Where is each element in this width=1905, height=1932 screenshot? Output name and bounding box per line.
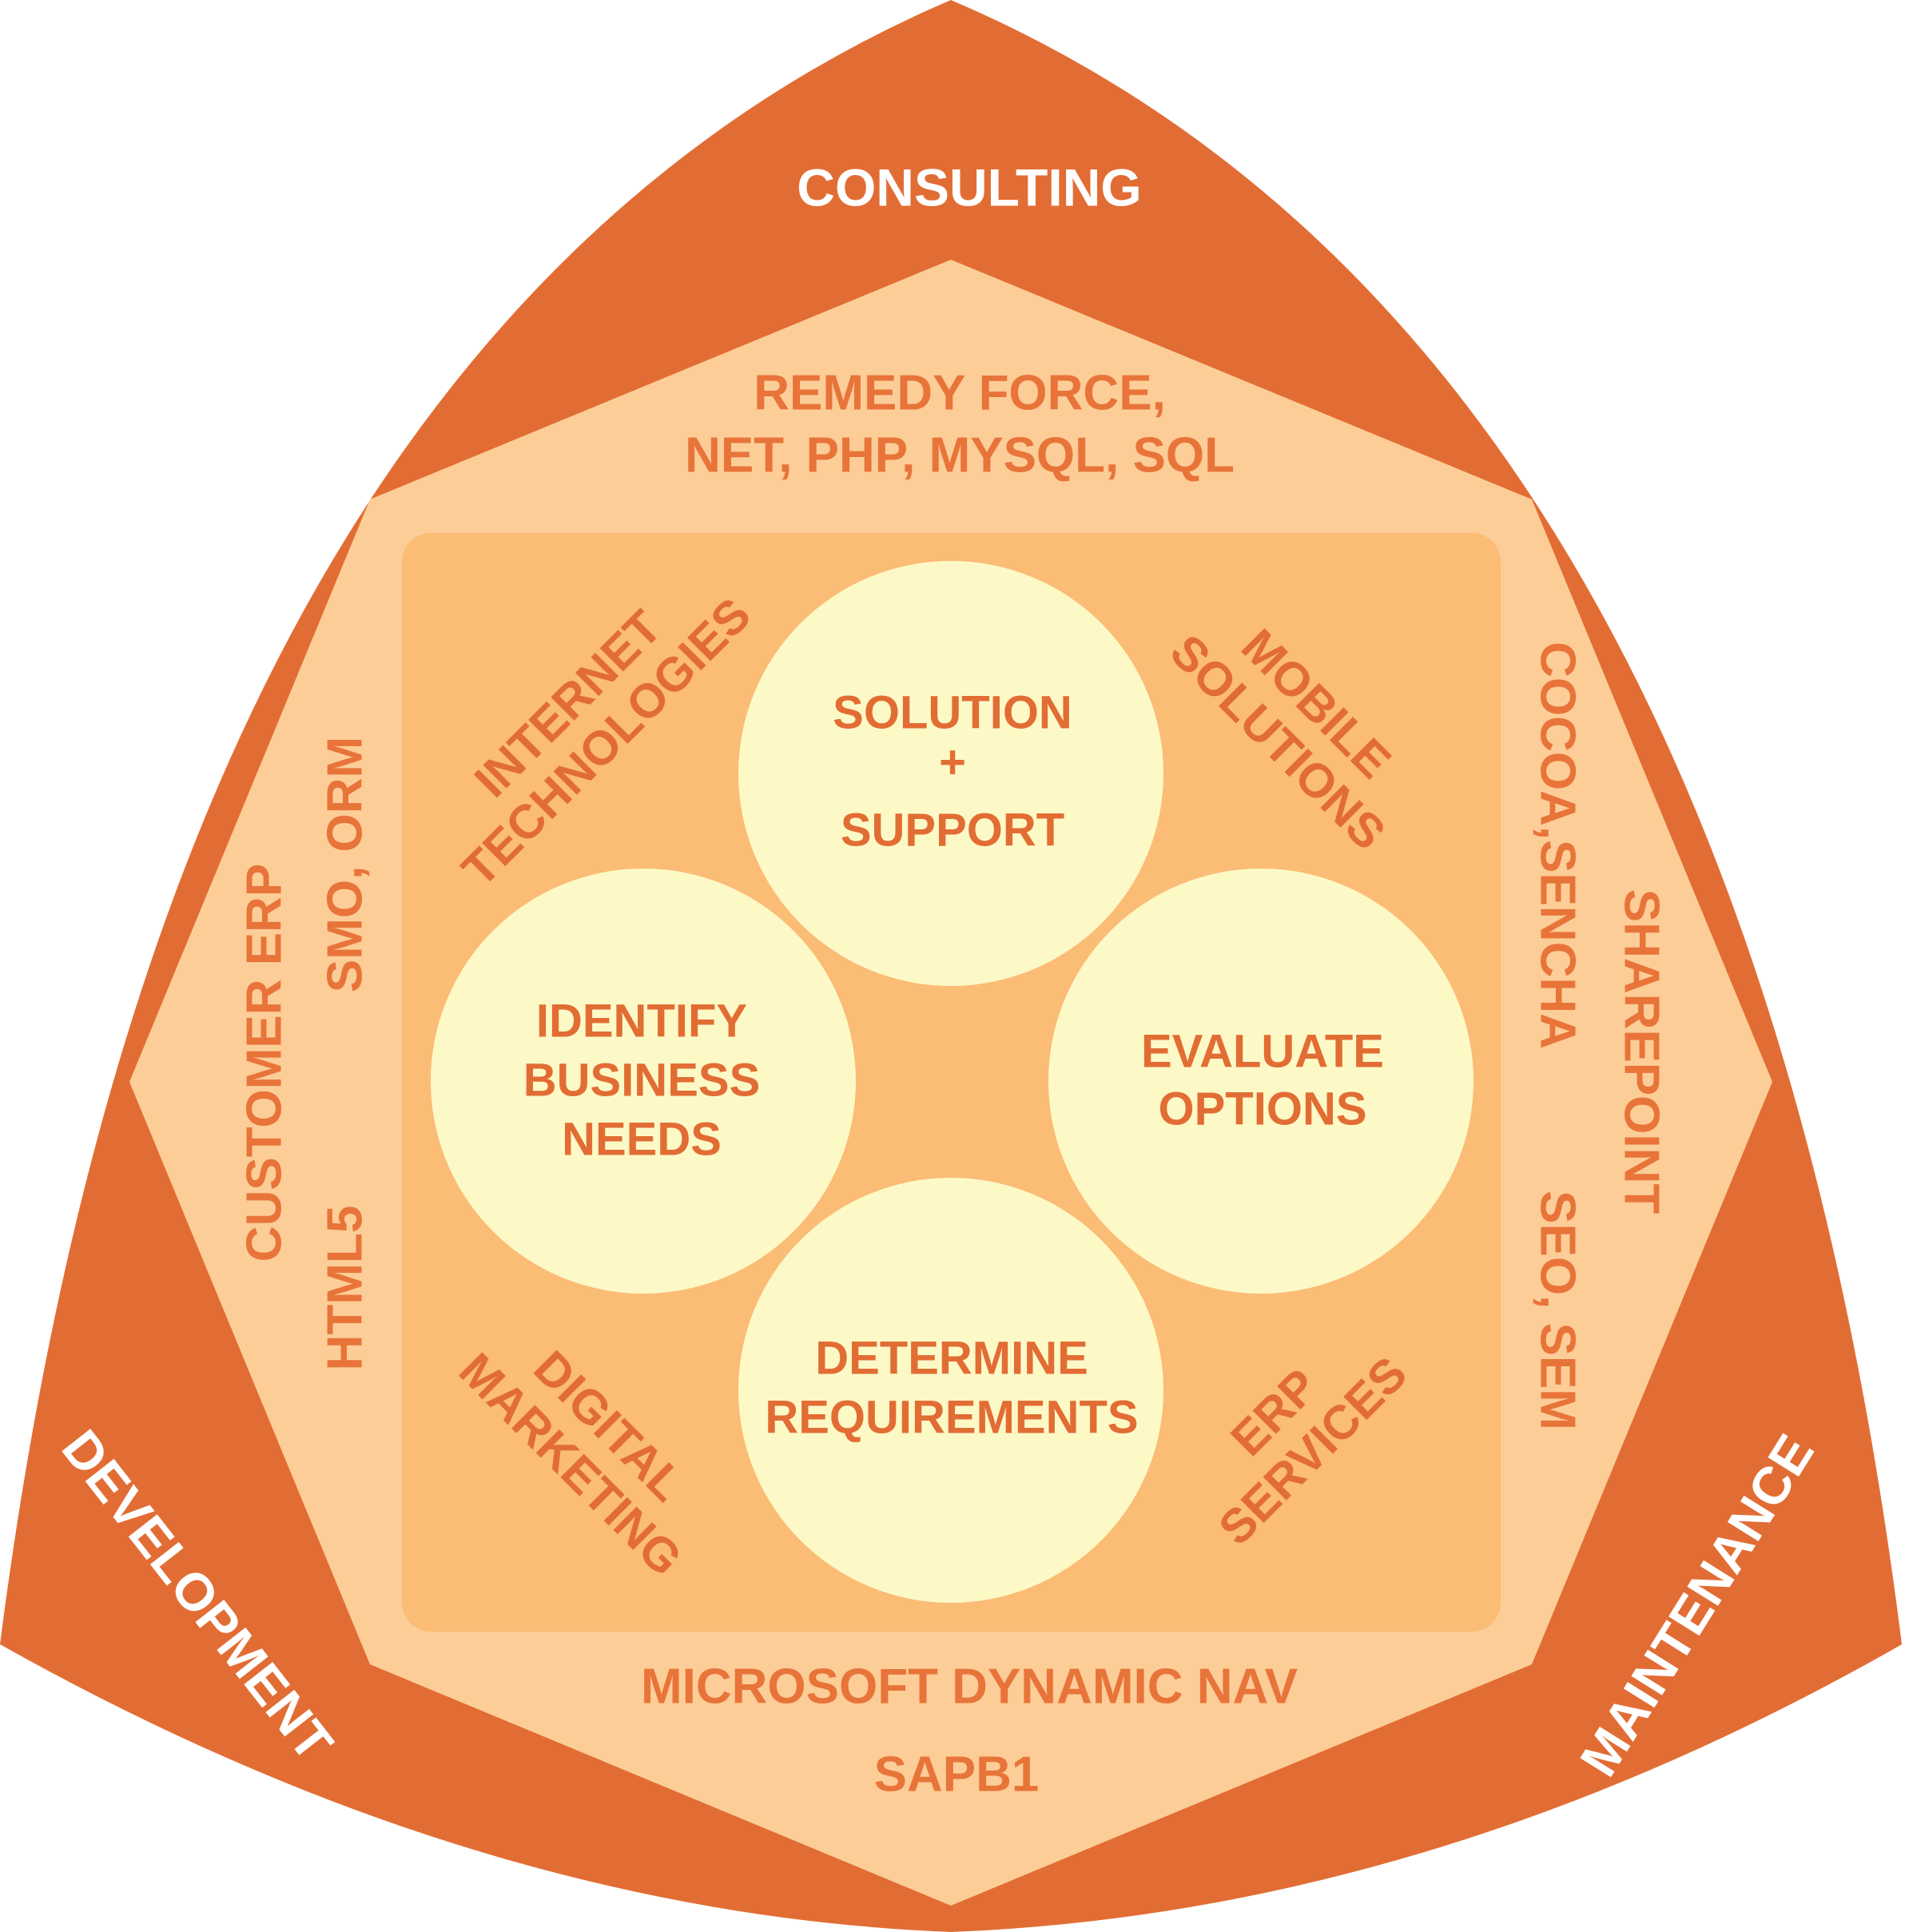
tech-label-seo-sem: SEO, SEM	[1530, 1191, 1585, 1430]
svg-text:SUPPORT: SUPPORT	[841, 804, 1064, 856]
tech-label-top-line1: REMEDY FORCE,	[754, 365, 1166, 420]
svg-text:SOLUTION: SOLUTION	[833, 686, 1072, 738]
tech-label-cocoa-sencha: COCOA,SENCHA	[1530, 642, 1585, 1049]
svg-text:EVALUATE: EVALUATE	[1141, 1025, 1384, 1077]
tech-label-smo-orm: SMO, ORM	[317, 737, 372, 992]
tech-label-sharepoint: SHAREPOINT	[1614, 889, 1669, 1214]
svg-text:BUSINESS: BUSINESS	[523, 1054, 761, 1106]
svg-text:NEEDS: NEEDS	[562, 1113, 722, 1165]
domain-square	[402, 533, 1501, 1632]
svg-text:OPTIONS: OPTIONS	[1158, 1083, 1366, 1135]
circle-solution-support	[738, 561, 1163, 986]
svg-text:DETERMINE: DETERMINE	[815, 1332, 1088, 1384]
circle-identify-needs	[431, 869, 856, 1294]
tech-label-bottom-line2: SAPB1	[874, 1747, 1040, 1802]
svg-text:+: +	[939, 736, 966, 788]
circle-determine-requirements	[738, 1178, 1163, 1603]
outer-label-consulting: CONSULTING	[797, 157, 1141, 217]
circle-evaluate-options	[1048, 869, 1473, 1294]
step-label-determine-requirements: DETERMINE REQUIREMENTS	[765, 1332, 1138, 1443]
step-label-evaluate-options: EVALUATE OPTIONS	[1141, 1025, 1384, 1135]
svg-text:REQUIREMENTS: REQUIREMENTS	[765, 1391, 1138, 1443]
tech-label-bottom-line1: MICROSOFT DYNAMIC NAV	[641, 1659, 1298, 1714]
tech-label-customer-erp: CUSTOMER ERP	[237, 864, 292, 1262]
step-label-identify-business-needs: IDENTIFY BUSINESS NEEDS	[523, 995, 761, 1165]
step-label-solution-support: SOLUTION + SUPPORT	[833, 686, 1072, 856]
tech-label-top-line2: NET, PHP, MYSQL, SQL	[685, 427, 1235, 483]
tech-label-html5: HTML5	[317, 1206, 372, 1371]
svg-text:IDENTIFY: IDENTIFY	[536, 995, 747, 1047]
